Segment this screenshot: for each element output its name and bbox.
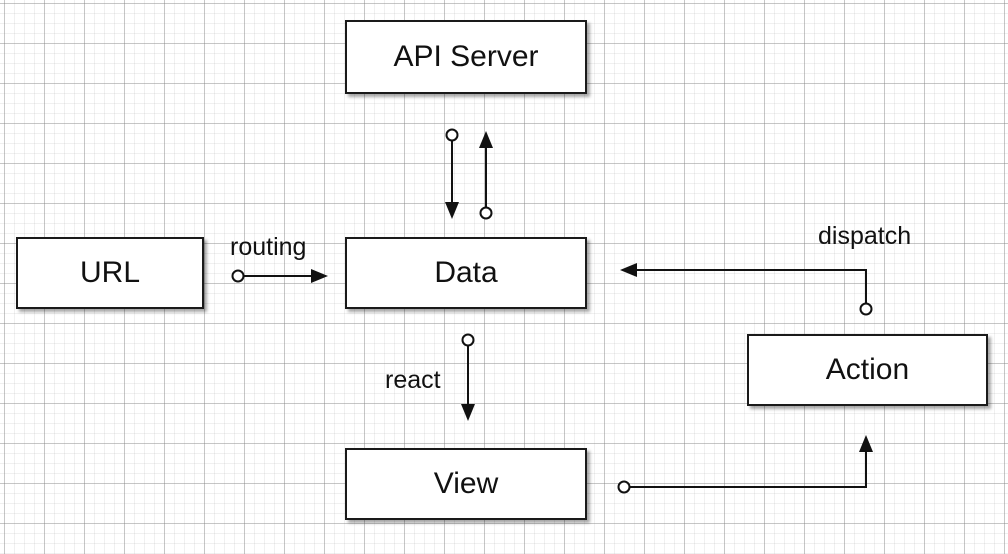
react-edge-label: react	[385, 366, 441, 394]
url-label: URL	[79, 256, 140, 289]
dispatch-connector	[620, 263, 873, 316]
view-to-action-connector	[617, 435, 873, 494]
url-node: URL	[16, 237, 204, 309]
action-node: Action	[747, 334, 988, 406]
action-label: Action	[825, 353, 910, 386]
view-node: View	[345, 448, 587, 520]
data-node: Data	[345, 237, 587, 309]
routing-edge-label: routing	[230, 233, 307, 261]
api-to-data-connector	[445, 128, 459, 219]
dispatch-edge-label: dispatch	[818, 222, 912, 250]
data-label: Data	[434, 256, 498, 289]
react-connector	[461, 333, 475, 421]
routing-connector	[231, 269, 328, 283]
data-to-api-connector	[479, 131, 493, 220]
api-server-node: API Server	[345, 20, 587, 94]
view-label: View	[433, 467, 499, 500]
api-server-label: API Server	[393, 40, 539, 73]
